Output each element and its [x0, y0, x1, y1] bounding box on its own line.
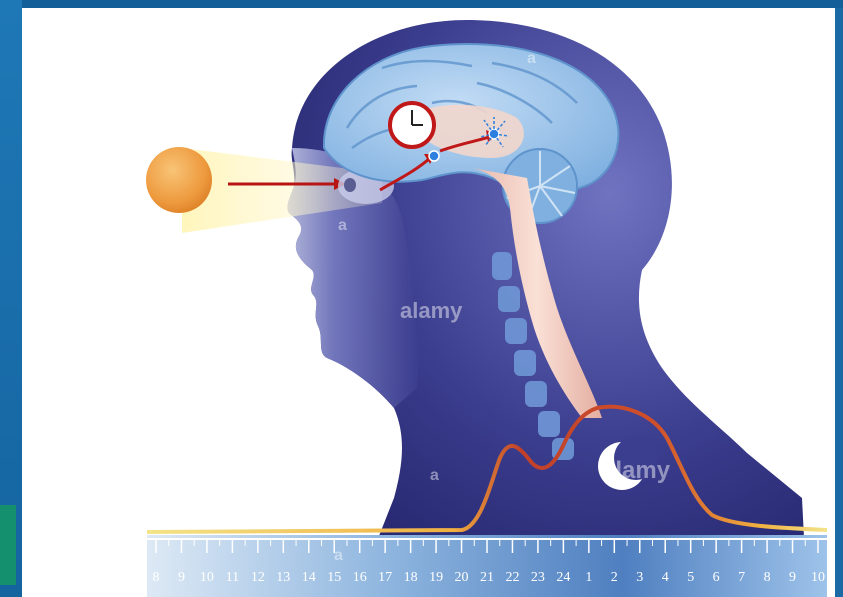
illustration-panel: 8910111213141516171819202122232412345678…	[22, 8, 835, 597]
timeline-hour-label: 15	[327, 570, 341, 585]
timeline-hour-label: 2	[611, 570, 618, 585]
timeline-hour-label: 17	[378, 570, 392, 585]
left-frame-bar	[0, 0, 22, 597]
timeline-hour-label: 13	[276, 570, 290, 585]
timeline-hour-label: 3	[636, 570, 643, 585]
timeline-hour-label: 1	[585, 570, 592, 585]
timeline-hour-label: 12	[251, 570, 265, 585]
timeline: 8910111213141516171819202122232412345678…	[147, 535, 827, 597]
timeline-hour-label: 23	[531, 570, 545, 585]
watermark-a-top: a	[527, 50, 536, 67]
timeline-hour-label: 24	[556, 570, 570, 585]
timeline-hour-label: 22	[505, 570, 519, 585]
watermark-a-ruler: a	[334, 547, 343, 564]
watermark-a-neck: a	[430, 467, 439, 484]
timeline-hour-label: 4	[662, 570, 669, 585]
timeline-hour-label: 11	[226, 570, 239, 585]
left-green-tab	[0, 505, 16, 585]
timeline-hour-label: 10	[200, 570, 214, 585]
clock-icon	[390, 103, 434, 147]
watermark-alamy-center: alamy	[400, 298, 463, 323]
timeline-hour-label: 9	[789, 570, 796, 585]
sun-icon	[146, 147, 212, 213]
timeline-hour-label: 10	[811, 570, 825, 585]
timeline-hour-label: 8	[764, 570, 771, 585]
circadian-illustration: 8910111213141516171819202122232412345678…	[22, 8, 835, 597]
timeline-hour-label: 14	[302, 570, 316, 585]
timeline-hour-label: 6	[713, 570, 720, 585]
timeline-hour-label: 5	[687, 570, 694, 585]
top-frame-bar	[0, 0, 843, 8]
watermark-a-face: a	[338, 217, 347, 234]
timeline-hour-label: 18	[404, 570, 418, 585]
timeline-hour-label: 21	[480, 570, 494, 585]
timeline-hour-label: 19	[429, 570, 443, 585]
timeline-hour-label: 16	[353, 570, 367, 585]
timeline-hour-label: 9	[178, 570, 185, 585]
timeline-hour-label: 8	[153, 570, 160, 585]
timeline-hour-label: 20	[455, 570, 469, 585]
watermark-alamy-lower: alamy	[602, 457, 671, 484]
timeline-hour-label: 7	[738, 570, 745, 585]
